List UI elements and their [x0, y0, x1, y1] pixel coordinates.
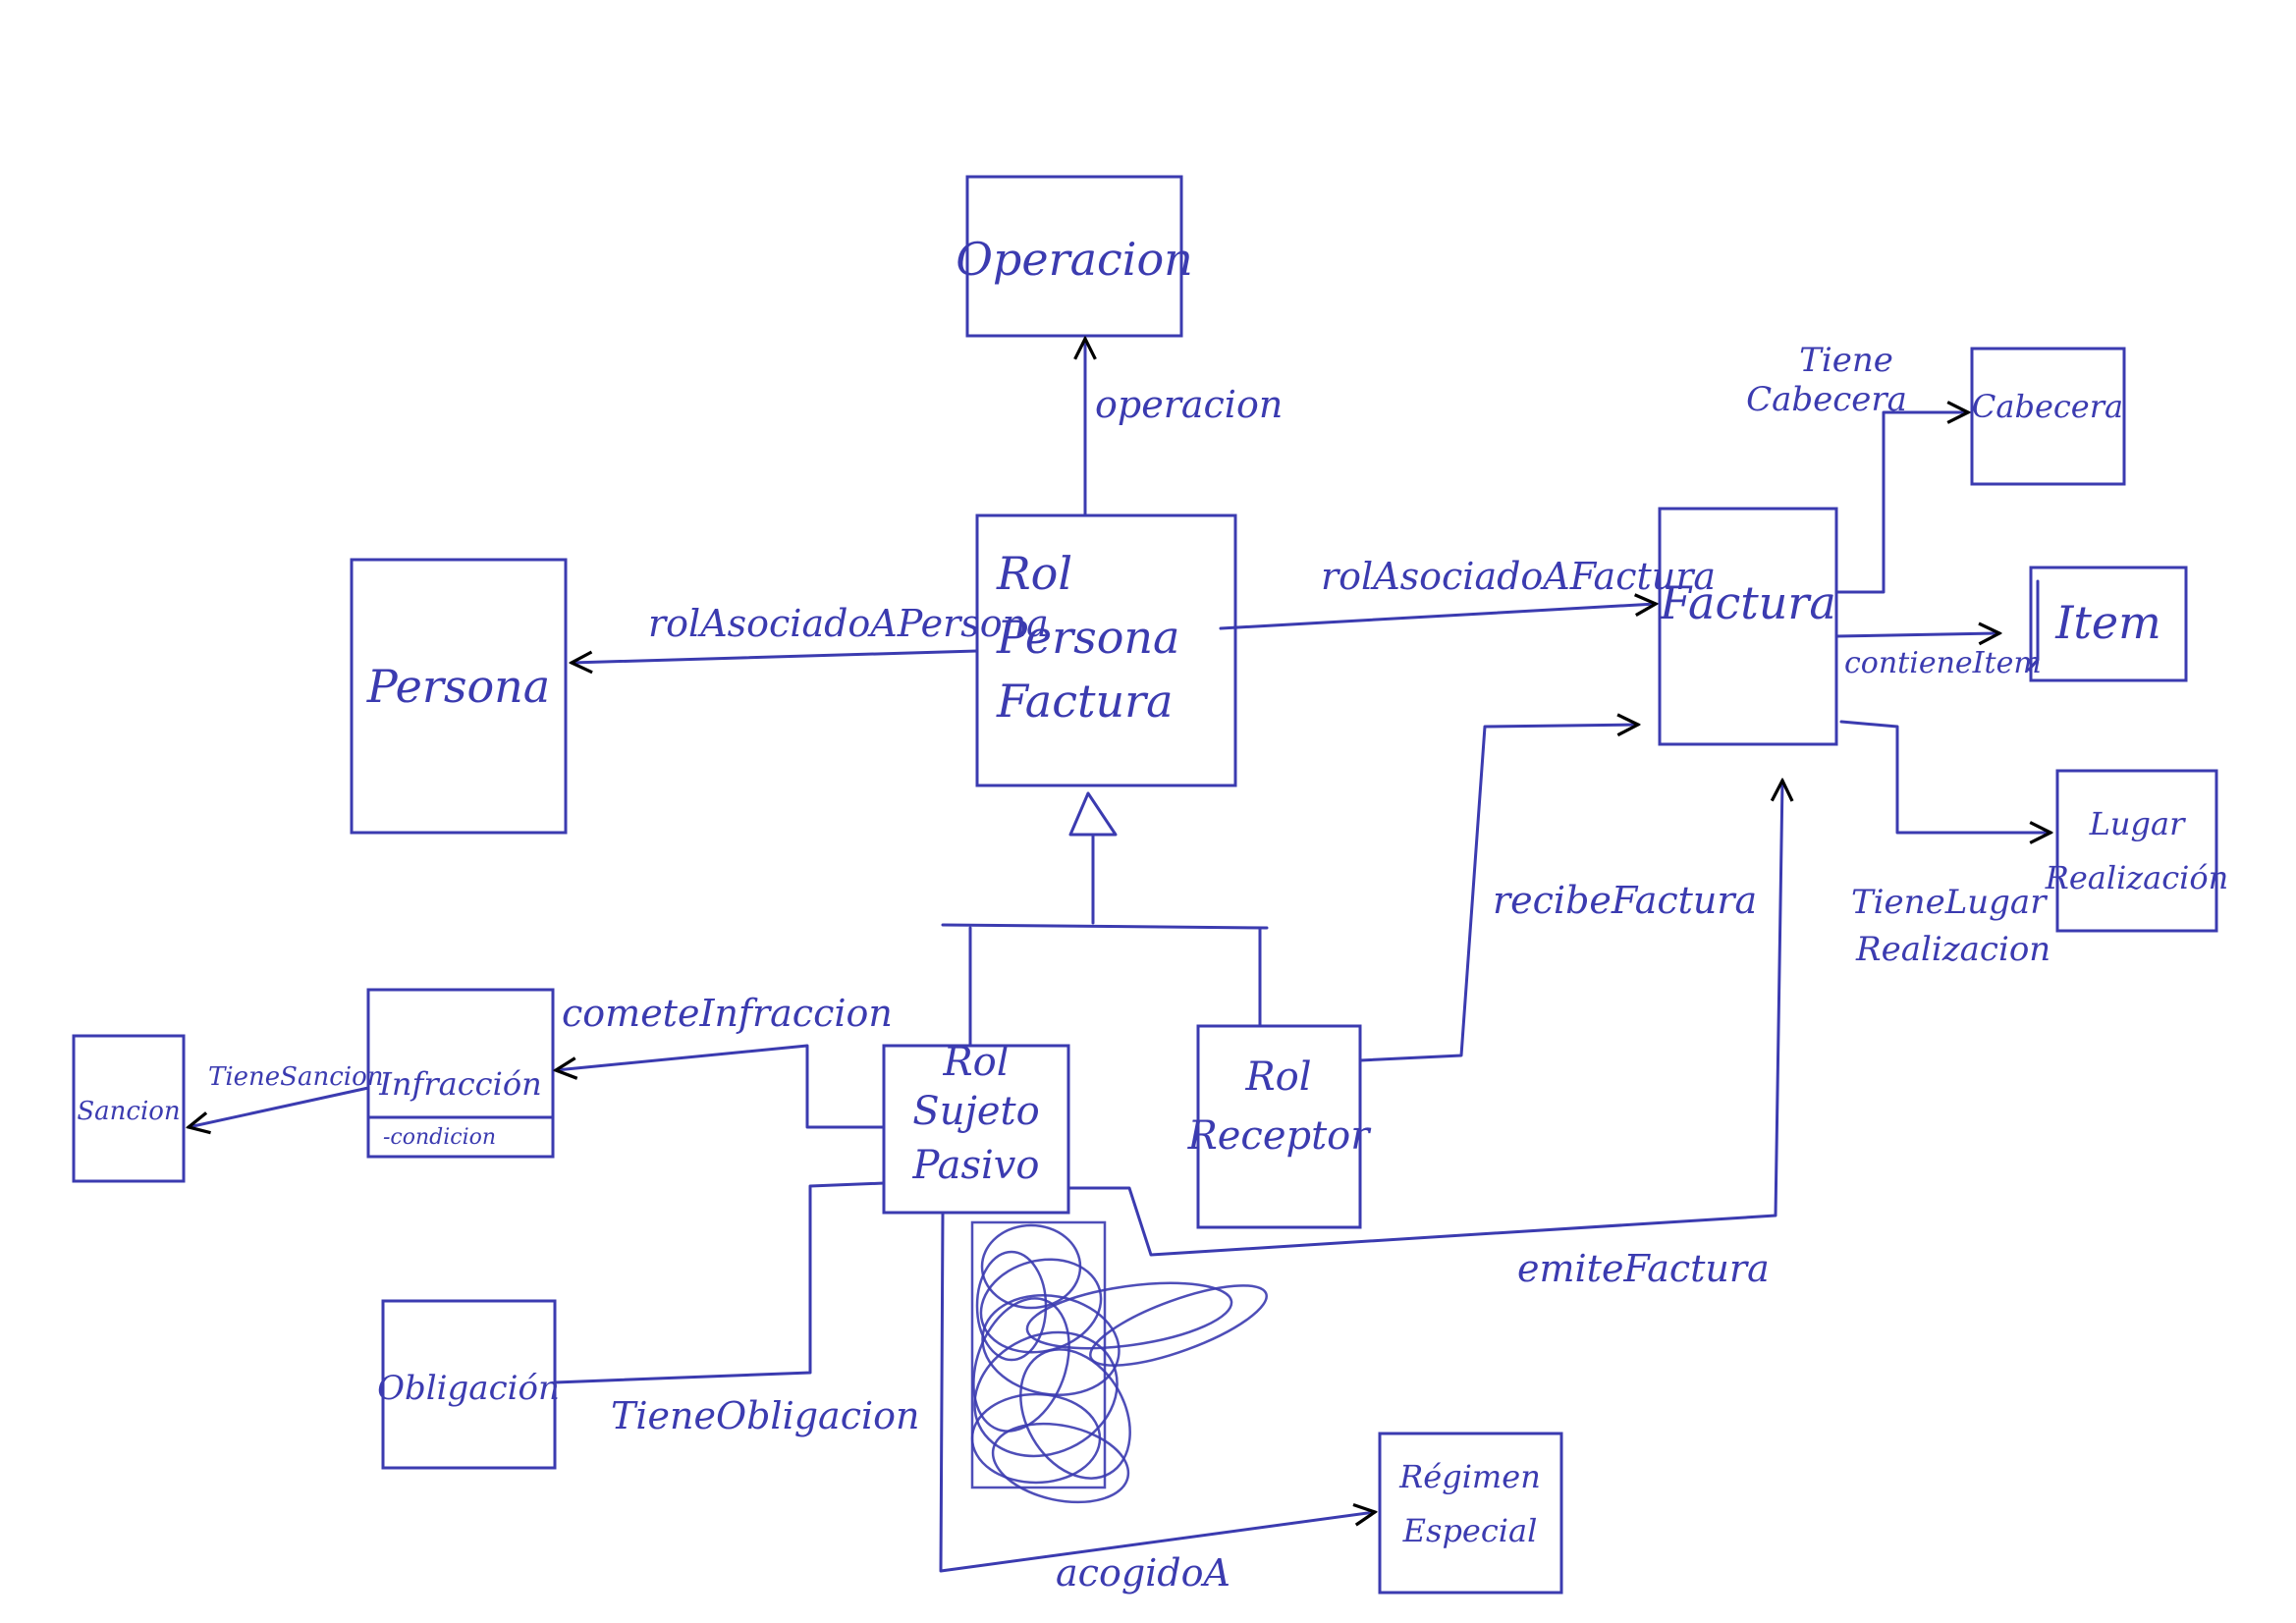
edge-contiene-item	[1834, 633, 1999, 636]
box-cabecera: Cabecera	[1970, 347, 2126, 486]
box-attribute: -condicion	[383, 1125, 496, 1150]
box-label: Sancion	[77, 1097, 180, 1126]
box-label: Infracción	[378, 1065, 541, 1103]
edge-tiene-cabecera	[1834, 412, 1968, 594]
edge-label-contiene-item: contieneItem	[1844, 646, 2042, 680]
box-rol-receptor: Rol Receptor	[1187, 1024, 1373, 1229]
box-label-line-1: Rol	[996, 547, 1072, 600]
box-label-line-1: Rol	[1245, 1055, 1312, 1100]
box-label-line-2: Realización	[2045, 859, 2229, 896]
edge-label-tiene-sancion: TieneSancion	[208, 1062, 384, 1092]
box-label-line-1: Rol	[943, 1040, 1010, 1085]
box-label: Cabecera	[1972, 388, 2123, 425]
edge-tiene-obligacion	[553, 1181, 886, 1384]
box-rol-sujeto-pasivo: Rol Sujeto Pasivo	[882, 1040, 1070, 1215]
edge-label-rol-asociado-a-factura: rolAsociadoAFactura	[1321, 555, 1716, 598]
box-label: Obligación	[377, 1369, 560, 1408]
box-label-line-2: Persona	[996, 611, 1179, 664]
box-factura: Factura	[1658, 507, 1838, 746]
edge-label-tiene-lugar-realizacion-line-2: Realizacion	[1855, 930, 2050, 969]
scribbled-out-annotation	[970, 1220, 1268, 1504]
edge-acogido-a	[939, 1211, 1375, 1573]
box-operacion: Operacion	[956, 175, 1193, 338]
box-label-line-3: Factura	[996, 675, 1174, 728]
box-rol-persona-factura: Rol Persona Factura	[975, 514, 1237, 787]
box-infraccion: Infracción -condicion	[366, 988, 555, 1159]
box-lugar-realizacion: Lugar Realización	[2045, 769, 2229, 933]
edge-label-tiene-cabecera-line-2: Cabecera	[1746, 380, 1907, 419]
edge-recibe-factura	[1358, 725, 1638, 1062]
box-label-line-2: Receptor	[1187, 1113, 1373, 1159]
edge-label-operacion: operacion	[1095, 383, 1283, 426]
edge-label-recibe-factura: recibeFactura	[1493, 879, 1757, 922]
generalization-triangle	[1068, 791, 1118, 837]
box-label-line-1: Régimen	[1398, 1458, 1541, 1495]
box-label: Item	[2054, 596, 2161, 649]
box-obligacion: Obligación	[377, 1299, 560, 1470]
box-label-line-2: Sujeto	[912, 1089, 1039, 1134]
box-regimen-especial: Régimen Especial	[1378, 1432, 1563, 1595]
edge-label-tiene-cabecera-line-1: Tiene	[1799, 341, 1893, 380]
edge-label-acogido-a: acogidoA	[1056, 1551, 1230, 1595]
box-label: Operacion	[956, 233, 1193, 286]
box-label-line-1: Lugar	[2089, 805, 2186, 842]
box-item: Item	[2029, 566, 2188, 682]
edge-rol-asociado-a-factura	[1219, 604, 1656, 630]
item-bracket	[2027, 579, 2040, 672]
edge-emite-factura	[1066, 781, 1782, 1257]
edge-rol-asociado-a-persona	[572, 649, 979, 663]
edge-label-comete-infraccion: cometeInfraccion	[562, 992, 893, 1035]
box-label-line-2: Especial	[1402, 1512, 1538, 1549]
edge-comete-infraccion	[556, 1044, 886, 1129]
box-persona: Persona	[350, 558, 568, 835]
box-label: Factura	[1659, 576, 1836, 629]
generalization-bar	[941, 923, 1269, 930]
box-sancion: Sancion	[72, 1034, 186, 1183]
edge-tiene-sancion	[189, 1086, 370, 1127]
box-label: Persona	[366, 660, 550, 713]
edge-tiene-lugar-realizacion	[1839, 720, 2050, 833]
edge-label-rol-asociado-a-persona: rolAsociadoAPersona	[648, 602, 1049, 645]
box-label-line-3: Pasivo	[912, 1143, 1040, 1188]
edge-label-tiene-obligacion: TieneObligacion	[611, 1394, 920, 1437]
edge-label-emite-factura: emiteFactura	[1517, 1247, 1770, 1290]
edge-label-tiene-lugar-realizacion-line-1: TieneLugar	[1851, 883, 2048, 922]
